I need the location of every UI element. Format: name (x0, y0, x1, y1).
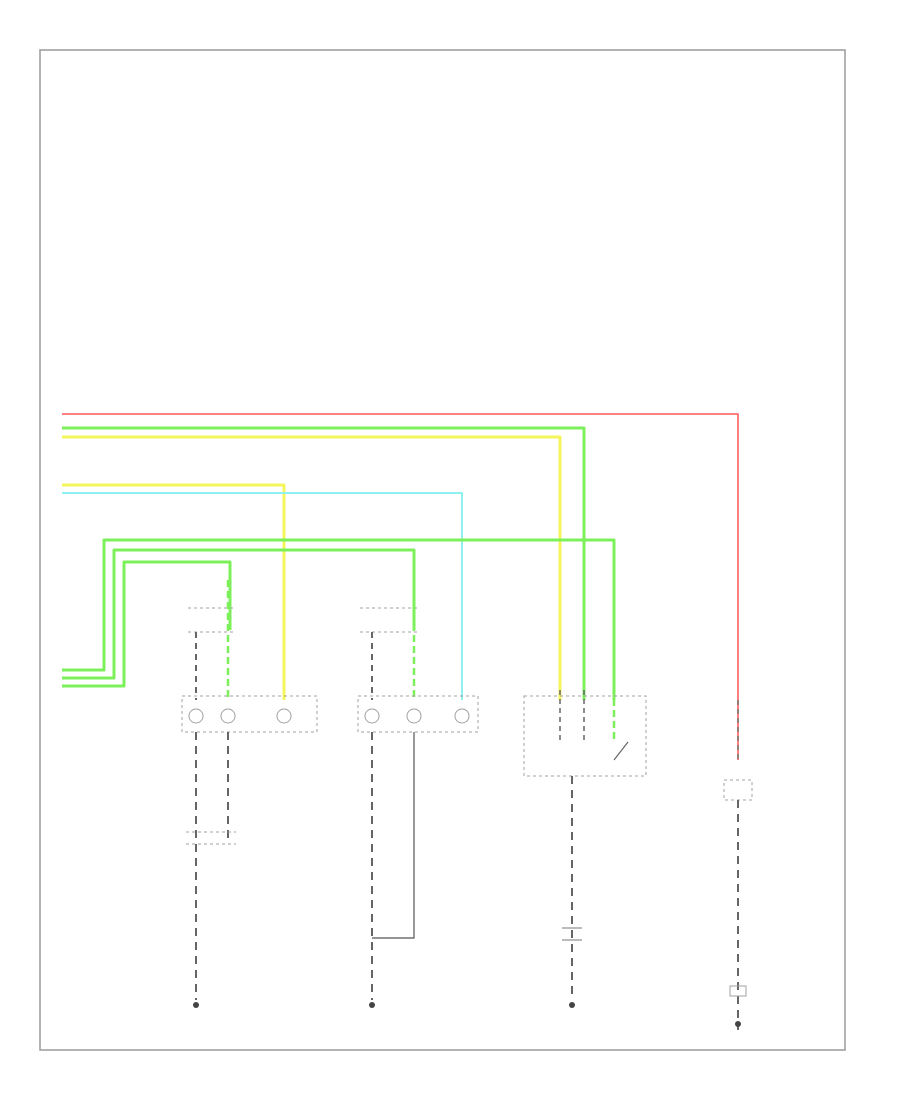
left-lamp-group (181, 580, 318, 1008)
wire-harness (62, 413, 739, 760)
ground-icon (369, 1002, 375, 1008)
lamp-housing-left (181, 695, 318, 733)
wire-cyan (62, 492, 463, 700)
switch-icon (613, 741, 629, 761)
ground-icon (193, 1002, 199, 1008)
ground-icon (569, 1002, 575, 1008)
ground-icon (735, 1021, 741, 1027)
bulb-icon (220, 708, 236, 724)
bulb-icon (276, 708, 292, 724)
switch-module (523, 600, 647, 1008)
connector-icon (729, 985, 747, 997)
wire-red (62, 413, 739, 760)
bulb-icon (364, 708, 380, 724)
right-indicator (723, 700, 753, 1030)
lamp-housing-center (357, 695, 479, 733)
bulb-icon (406, 708, 422, 724)
wire-yellow-mid (62, 483, 286, 700)
wire-green-3 (62, 560, 232, 688)
junction-switch (562, 927, 582, 941)
bulb-icon (454, 708, 470, 724)
wire-yellow-top (62, 435, 562, 700)
junction-left (186, 831, 236, 845)
center-lamp-group (357, 580, 479, 1008)
connector-outline-center (360, 607, 420, 633)
wire-green-top (62, 426, 586, 700)
bulb-icon (188, 708, 204, 724)
wire-green-1 (62, 538, 616, 700)
switch-housing (523, 695, 647, 777)
wire-green-2 (62, 548, 416, 680)
